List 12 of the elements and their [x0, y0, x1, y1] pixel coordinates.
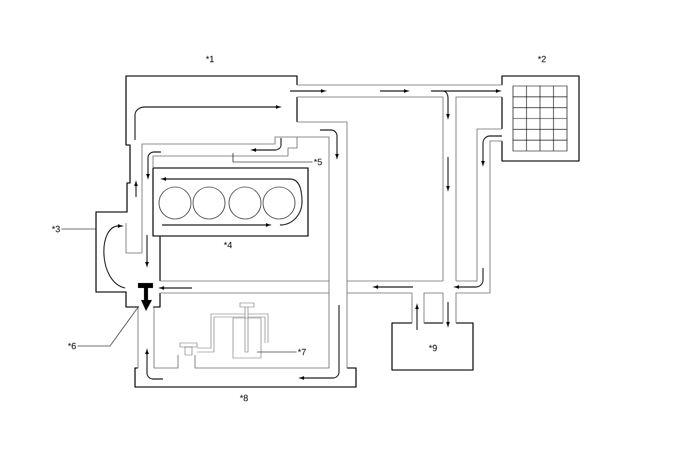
callout-number: *4 — [224, 242, 232, 248]
callout-number: *9 — [428, 344, 437, 352]
callout-number: *6 — [68, 342, 76, 350]
thermostat-symbol — [138, 283, 153, 311]
leader-line — [77, 307, 138, 346]
callout-number: *8 — [240, 394, 248, 402]
callout-number: *5 — [314, 158, 322, 166]
callout-number: *3 — [52, 226, 60, 232]
callout-number: *1 — [206, 56, 214, 62]
leader-line — [61, 228, 96, 230]
callout-number: *2 — [538, 56, 546, 62]
callout-number: *7 — [298, 348, 306, 356]
